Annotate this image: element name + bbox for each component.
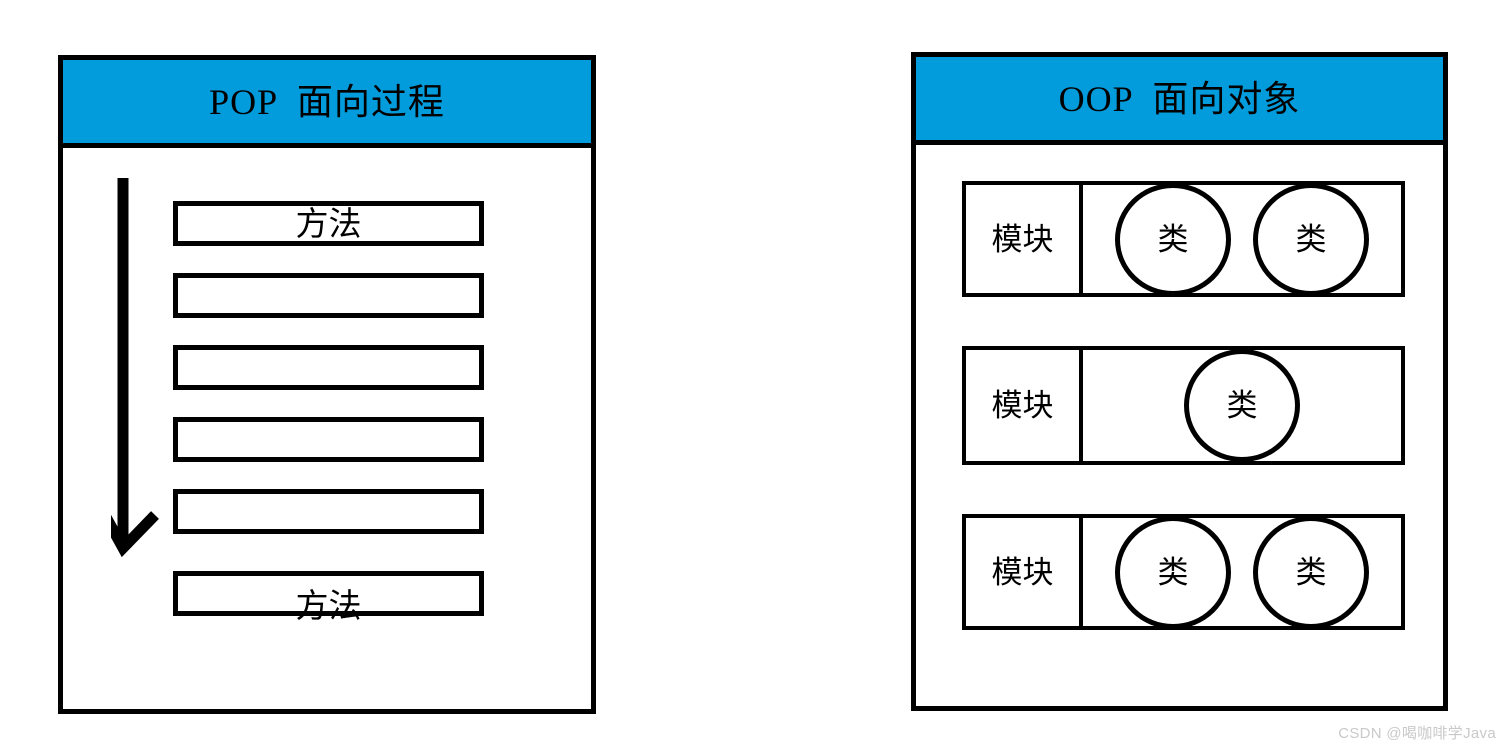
down-arrow-icon bbox=[111, 178, 159, 558]
oop-module-row: 模块 类 类 bbox=[962, 181, 1405, 297]
pop-step-box bbox=[173, 417, 484, 462]
oop-module-label: 模块 bbox=[991, 554, 1054, 590]
oop-class-label: 类 bbox=[1157, 221, 1189, 257]
pop-panel: POP 面向过程 方法 方法 bbox=[58, 55, 596, 714]
oop-module-label: 模块 bbox=[991, 221, 1054, 257]
oop-panel-title: OOP 面向对象 bbox=[1058, 78, 1301, 119]
pop-step-label: 方法 bbox=[295, 207, 362, 243]
oop-module-name-cell: 模块 bbox=[966, 518, 1083, 626]
oop-module-classes-cell: 类 类 bbox=[1083, 182, 1401, 296]
pop-panel-body: 方法 方法 bbox=[63, 148, 591, 709]
oop-module-classes-cell: 类 类 bbox=[1083, 515, 1401, 629]
pop-step-box bbox=[173, 273, 484, 318]
oop-class-circle: 类 bbox=[1253, 515, 1369, 629]
oop-class-circle: 类 bbox=[1115, 182, 1231, 296]
oop-class-label: 类 bbox=[1295, 554, 1327, 590]
pop-panel-title: POP 面向过程 bbox=[209, 81, 445, 122]
pop-step-label: 方法 bbox=[295, 589, 362, 625]
oop-module-row: 模块 类 类 bbox=[962, 514, 1405, 630]
pop-step-box: 方法 bbox=[173, 571, 484, 624]
oop-module-classes-cell: 类 bbox=[1083, 349, 1401, 462]
oop-panel: OOP 面向对象 模块 类 类 模块 类 bbox=[911, 52, 1448, 711]
oop-class-circle: 类 bbox=[1184, 349, 1300, 462]
watermark: CSDN @喝咖啡学Java bbox=[1338, 725, 1496, 742]
oop-panel-header: OOP 面向对象 bbox=[916, 57, 1443, 145]
oop-class-label: 类 bbox=[1157, 554, 1189, 590]
pop-step-box: 方法 bbox=[173, 201, 484, 246]
pop-step-box bbox=[173, 489, 484, 534]
oop-class-circle: 类 bbox=[1253, 182, 1369, 296]
oop-module-row: 模块 类 bbox=[962, 346, 1405, 465]
oop-class-label: 类 bbox=[1226, 388, 1258, 423]
pop-panel-header: POP 面向过程 bbox=[63, 60, 591, 148]
oop-module-name-cell: 模块 bbox=[966, 350, 1083, 461]
oop-class-circle: 类 bbox=[1115, 515, 1231, 629]
oop-module-label: 模块 bbox=[991, 388, 1054, 423]
oop-module-name-cell: 模块 bbox=[966, 185, 1083, 293]
oop-class-label: 类 bbox=[1295, 221, 1327, 257]
oop-panel-body: 模块 类 类 模块 类 模块 bbox=[916, 145, 1443, 706]
pop-step-box bbox=[173, 345, 484, 390]
